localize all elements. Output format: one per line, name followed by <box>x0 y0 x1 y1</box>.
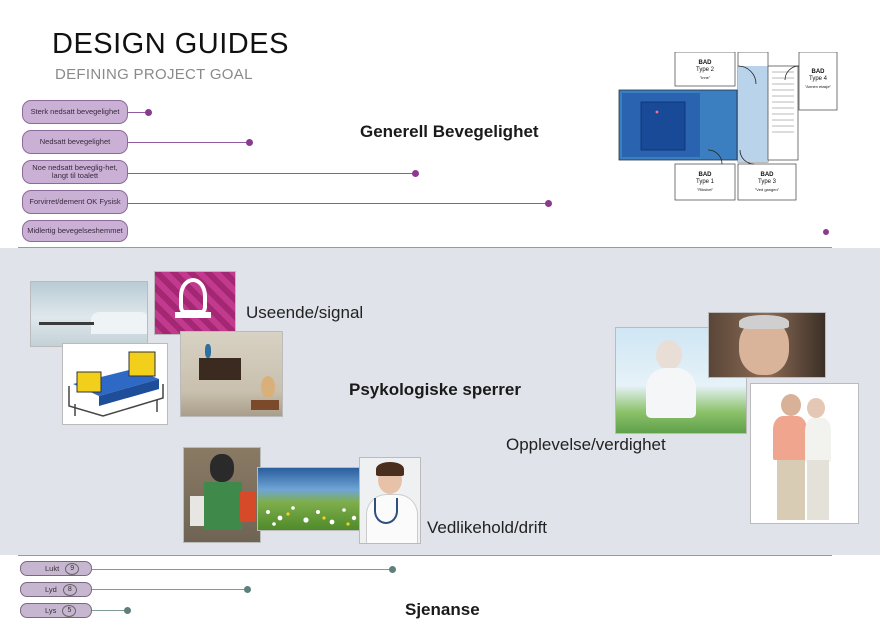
floorplan: BAD Type 2 "Inne" BAD Type 4 "Annen etas… <box>617 51 839 202</box>
mobility-line-3 <box>128 173 415 174</box>
mobility-heading: Generell Bevegelighet <box>360 122 539 141</box>
experience-label: Opplevelse/verdighet <box>506 435 666 454</box>
disturbance-heading: Sjenanse <box>405 600 480 619</box>
mobility-level-label: Nedsatt bevegelighet <box>39 136 111 146</box>
mobility-dot-4 <box>545 200 552 207</box>
room-type-2: BAD Type 2 "Inne" <box>675 60 735 82</box>
light-dot <box>124 607 131 614</box>
room-name: BAD <box>760 172 774 178</box>
room-name: BAD <box>698 60 712 66</box>
divider-bottom <box>18 555 832 556</box>
mobility-dot-3 <box>412 170 419 177</box>
sound-line <box>92 589 248 590</box>
mobility-line-4 <box>128 203 548 204</box>
page-title: DESIGN GUIDES <box>52 28 289 60</box>
mobility-level-label: Forvirret/dement OK Fysisk <box>29 196 121 206</box>
mobility-dot-5 <box>823 229 829 235</box>
mobility-level-4[interactable]: Forvirret/dement OK Fysisk <box>22 190 128 214</box>
sound-value: 8 <box>62 583 77 596</box>
sound-dot <box>244 586 251 593</box>
psych-heading: Psykologiske sperrer <box>349 380 521 399</box>
divider-top <box>18 247 832 248</box>
mobility-level-label: Sterk nedsatt bevegelighet <box>30 106 120 116</box>
mobility-level-label: Midlertig bevegelseshemmet <box>27 225 123 235</box>
room-type-1: BAD Type 1 "Rikshet" <box>675 172 735 194</box>
mobility-level-5[interactable]: Midlertig bevegelseshemmet <box>22 220 128 242</box>
page-subtitle: DEFINING PROJECT GOAL <box>55 66 253 83</box>
bedside-photo <box>30 281 148 347</box>
room-note: "Inne" <box>699 75 711 80</box>
mobility-level-label: Noe nedsatt beveglig-het, langt til toal… <box>32 162 118 180</box>
room-note: "Rikshet" <box>696 187 714 192</box>
hazmat-photo <box>183 447 261 543</box>
sound-label: Lyd <box>45 585 57 594</box>
elderly-couple-photo <box>750 383 859 524</box>
meadow-flowers <box>266 506 357 526</box>
flower-meadow-photo <box>257 467 364 531</box>
wallpaper-chair-photo <box>154 271 236 335</box>
light-level[interactable]: Lys 5 <box>20 603 92 618</box>
light-line <box>92 610 127 611</box>
smell-level[interactable]: Lukt 9 <box>20 561 92 576</box>
light-value: 5 <box>62 604 77 617</box>
room-type: Type 1 <box>695 179 714 185</box>
room-note: "Annen etasje" <box>804 84 832 89</box>
room-name: BAD <box>811 69 825 75</box>
room-type: Type 3 <box>757 179 776 185</box>
mobility-line-2 <box>128 142 248 143</box>
smell-value: 9 <box>65 562 80 575</box>
mobility-dot-2 <box>246 139 253 146</box>
elderly-man-photo <box>708 312 826 378</box>
maintenance-label: Vedlikehold/drift <box>427 518 548 537</box>
sound-level[interactable]: Lyd 8 <box>20 582 92 597</box>
smell-dot <box>389 566 396 573</box>
smell-label: Lukt <box>45 564 60 573</box>
room-name: BAD <box>698 172 712 178</box>
elderly-woman-photo <box>615 327 747 434</box>
nurse-photo <box>359 457 421 544</box>
mobility-level-1[interactable]: Sterk nedsatt bevegelighet <box>22 100 128 124</box>
room-type-4: BAD Type 4 "Annen etasje" <box>799 69 837 91</box>
light-label: Lys <box>45 606 57 615</box>
mobility-dot-1 <box>145 109 152 116</box>
signal-label: Useende/signal <box>246 303 364 322</box>
interior-photo <box>180 331 283 417</box>
room-type-3: BAD Type 3 "Ved gangen" <box>738 172 796 194</box>
smell-line <box>92 569 392 570</box>
floorplan-drawing <box>618 51 838 201</box>
mobility-level-2[interactable]: Nedsatt bevegelighet <box>22 130 128 154</box>
mobility-level-3[interactable]: Noe nedsatt beveglig-het, langt til toal… <box>22 160 128 184</box>
room-note: "Ved gangen" <box>754 187 780 192</box>
hospital-bed-illustration <box>68 351 164 417</box>
room-type: Type 4 <box>808 76 827 82</box>
hospital-bed-photo <box>62 343 168 425</box>
mobility-line-1 <box>128 112 148 113</box>
room-type: Type 2 <box>695 67 714 73</box>
